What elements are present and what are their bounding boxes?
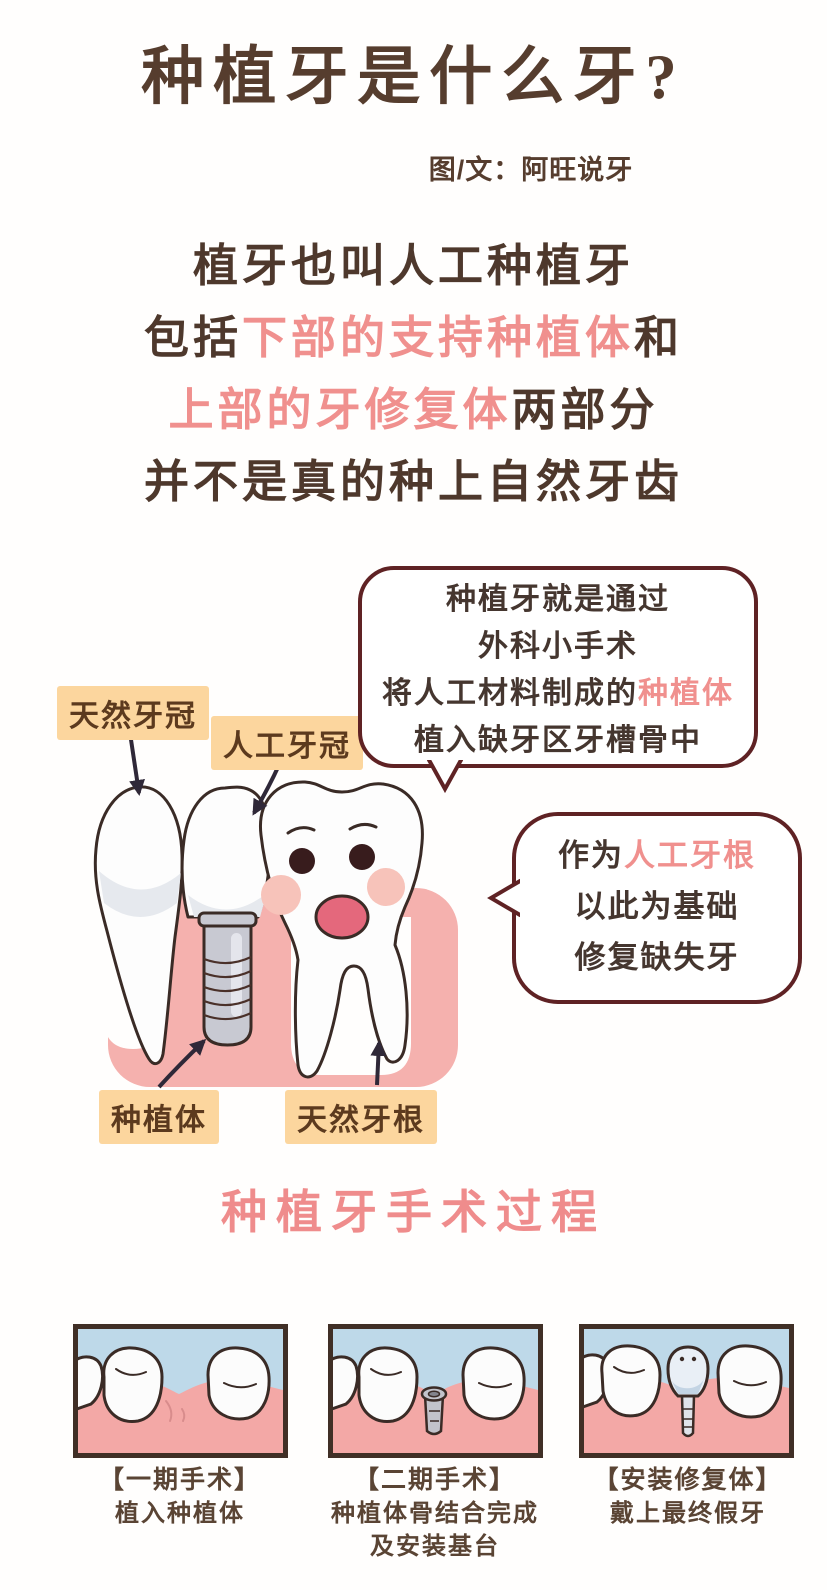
label-natural-root: 天然牙根 [285,1090,437,1144]
abutment-illustration [420,1386,448,1436]
speech-bubble-artificial-root: 作为人工牙根 以此为基础 修复缺失牙 [487,812,802,1004]
speech-bubble-implant-definition: 种植牙就是通过 外科小手术 将人工材料制成的种植体 植入缺牙区牙槽骨中 [358,566,758,794]
bubble2-line-2: 以此为基础 [574,889,740,924]
label-natural-crown: 天然牙冠 [57,686,209,740]
mouth [314,894,370,940]
step1-missing-tooth-illustration [78,1329,283,1453]
byline: 图/文：阿旺说牙 [428,155,634,185]
intro-line-2: 包括下部的支持种植体和 [143,313,684,363]
step3-caption: 【安装修复体】 戴上最终假牙 [558,1464,818,1530]
step2-panel [328,1324,543,1458]
intro-line-4: 并不是真的种上自然牙齿 [143,457,683,507]
eyebrow-left [286,826,316,835]
cheek-right [367,868,405,906]
step1-caption-title: 【一期手术】 [98,1466,261,1494]
eye-left [289,848,315,874]
bubble1-line-2: 外科小手术 [478,630,638,663]
eye-right [349,844,375,870]
label-implant: 种植体 [99,1090,219,1144]
label-artificial-crown: 人工牙冠 [211,716,363,770]
intro-line-3: 上部的牙修复体两部分 [168,385,659,435]
natural-tooth-illustration [93,785,184,1066]
eyebrow-right [348,822,378,831]
step1-panel [73,1324,288,1458]
step2-caption-title: 【二期手术】 [353,1466,516,1494]
page-title: 种植牙是什么牙? [141,42,686,112]
step2-abutment-illustration [333,1329,538,1453]
intro-paragraph: 植牙也叫人工种植牙 包括下部的支持种植体和 上部的牙修复体两部分 并不是真的种上… [0,230,827,518]
step2-caption: 【二期手术】 种植体骨结合完成 及安装基台 [305,1464,565,1563]
bubble2-line-3: 修复缺失牙 [574,940,740,975]
step3-panel [579,1324,794,1458]
arrow-natural-root [370,1040,387,1086]
step3-caption-line: 戴上最终假牙 [610,1500,766,1527]
smiling-molar-illustration [259,780,424,1079]
step3-caption-title: 【安装修复体】 [593,1466,783,1494]
bubble2-line-1: 作为人工牙根 [558,838,756,873]
step1-caption: 【一期手术】 植入种植体 [50,1464,310,1530]
section-heading-surgery-process: 种植牙手术过程 [221,1187,606,1238]
step2-caption-line: 种植体骨结合完成 [331,1500,539,1527]
speech-bubble-tail [487,879,520,917]
step2-caption-line: 及安装基台 [370,1533,500,1560]
arrow-implant [157,1038,207,1089]
implant-diagram-illustration [93,732,458,1089]
bubble1-line-3: 将人工材料制成的种植体 [382,677,734,710]
implant-screw-illustration [180,785,272,1047]
step3-final-crown-illustration [584,1329,789,1453]
implant-crown-illustration [666,1345,710,1438]
arrow-natural-crown [128,732,145,796]
cheek-left [261,875,301,915]
step1-caption-line: 植入种植体 [115,1500,245,1527]
bubble1-line-4: 植入缺牙区牙槽骨中 [414,724,702,757]
speech-bubble-tail [427,760,463,794]
intro-line-1: 植牙也叫人工种植牙 [192,241,634,291]
bubble1-line-1: 种植牙就是通过 [446,583,670,616]
